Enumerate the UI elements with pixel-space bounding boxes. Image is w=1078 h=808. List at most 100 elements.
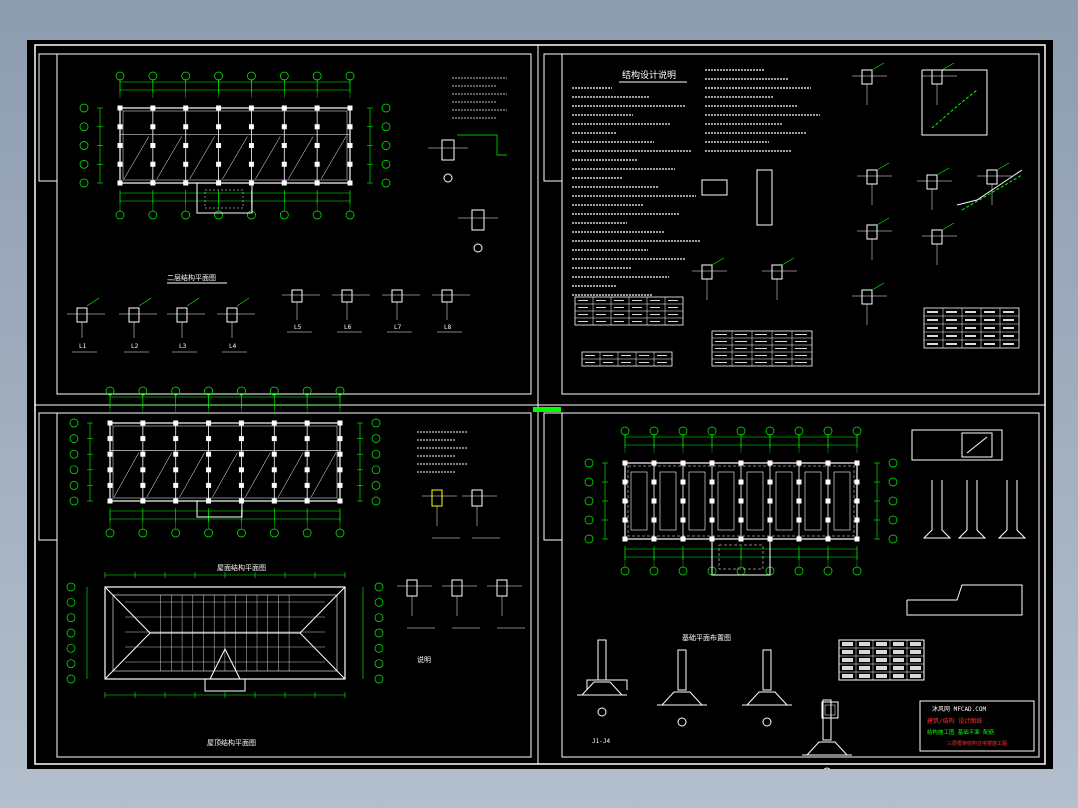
axis-bubble xyxy=(678,566,688,576)
br-table xyxy=(838,639,925,681)
axis-bubble xyxy=(171,528,181,538)
axis-bubble xyxy=(381,122,391,132)
axis-bubble xyxy=(148,71,158,81)
axis-bubble xyxy=(852,566,862,576)
axis-bubble xyxy=(66,674,76,684)
axis-bubble xyxy=(765,426,775,436)
axis-bubble xyxy=(620,426,630,436)
axis-bubble xyxy=(371,481,381,490)
axis-bubble xyxy=(736,566,746,576)
axis-bubble xyxy=(79,141,89,150)
axis-bubble xyxy=(371,465,381,475)
axis-bubble xyxy=(69,418,79,428)
axis-bubble xyxy=(649,426,659,436)
axis-bubble xyxy=(279,71,289,81)
axis-bubble xyxy=(374,597,384,607)
bl-note-label: 说明 xyxy=(417,655,431,664)
bl-roof-title: 屋顶结构平面图 xyxy=(207,738,256,747)
center-marker xyxy=(533,407,561,412)
axis-bubble xyxy=(374,613,384,623)
axis-bubble xyxy=(381,178,391,188)
title-block: 沐风网 MFCAD.COM 建筑/结构 设计图纸 结构施工图 基础平面 配筋 三… xyxy=(919,700,1035,752)
axis-bubble xyxy=(371,449,381,459)
tl-section-label: L8 xyxy=(444,324,452,331)
axis-bubble xyxy=(649,566,659,576)
axis-bubble xyxy=(584,496,594,506)
axis-bubble xyxy=(79,122,89,132)
axis-bubble xyxy=(302,528,312,538)
tr-title: 结构设计说明 xyxy=(622,69,676,81)
title-block-line4: 三层框架结构住宅楼施工图 xyxy=(947,740,1007,747)
axis-bubble xyxy=(736,426,746,436)
axis-bubble xyxy=(335,528,345,538)
axis-bubble xyxy=(79,159,89,169)
axis-bubble xyxy=(237,528,246,538)
tl-section-label: L3 xyxy=(179,343,187,350)
axis-bubble xyxy=(381,141,391,150)
axis-bubble xyxy=(312,71,322,81)
axis-bubble xyxy=(79,103,89,113)
axis-bubble xyxy=(374,628,384,638)
axis-bubble xyxy=(69,496,79,506)
axis-bubble xyxy=(214,210,223,220)
axis-bubble xyxy=(381,103,391,113)
axis-bubble xyxy=(381,159,391,169)
tl-section-label: L6 xyxy=(344,324,352,331)
axis-bubble xyxy=(794,426,804,436)
axis-bubble xyxy=(269,528,279,538)
axis-bubble xyxy=(204,528,213,538)
axis-bubble xyxy=(374,674,384,684)
axis-bubble xyxy=(66,597,76,607)
title-block-line2: 建筑/结构 设计图纸 xyxy=(927,717,982,725)
title-block-line3: 结构施工图 基础平面 配筋 xyxy=(927,728,995,736)
axis-bubble xyxy=(181,71,191,81)
bl-plan-title: 屋面结构平面图 xyxy=(217,563,266,572)
axis-bubble xyxy=(888,515,898,525)
axis-bubble xyxy=(66,628,76,638)
br-plan-title: 基础平面布置图 xyxy=(682,633,731,642)
axis-bubble xyxy=(584,515,594,525)
axis-bubble xyxy=(138,528,148,538)
axis-bubble xyxy=(279,210,289,220)
axis-bubble xyxy=(888,496,898,506)
axis-bubble xyxy=(888,458,898,468)
axis-bubble xyxy=(115,71,125,81)
tl-section-label: L4 xyxy=(229,343,237,350)
axis-bubble xyxy=(247,71,256,81)
tl-plan-title: 二层结构平面图 xyxy=(167,273,216,282)
axis-bubble xyxy=(823,566,833,576)
axis-bubble xyxy=(69,465,79,475)
axis-bubble xyxy=(888,534,898,544)
axis-bubble xyxy=(345,71,355,81)
axis-bubble xyxy=(707,426,717,436)
axis-bubble xyxy=(345,210,355,220)
title-block-line1: 沐风网 MFCAD.COM xyxy=(932,705,987,713)
axis-bubble xyxy=(794,566,804,576)
axis-bubble xyxy=(823,426,833,436)
axis-bubble xyxy=(69,449,79,459)
axis-bubble xyxy=(371,418,381,428)
axis-bubble xyxy=(584,534,594,544)
axis-bubble xyxy=(69,434,79,443)
tr-table-3 xyxy=(711,330,813,367)
tl-section-label: L2 xyxy=(131,343,139,350)
tl-section-label: L1 xyxy=(79,343,87,350)
tr-table-4 xyxy=(923,307,1020,349)
axis-bubble xyxy=(852,426,862,436)
tl-section-label: L7 xyxy=(394,324,402,331)
axis-bubble xyxy=(374,582,384,592)
axis-bubble xyxy=(312,210,322,220)
axis-bubble xyxy=(79,178,89,188)
axis-bubble xyxy=(371,496,381,506)
axis-bubble xyxy=(584,477,594,487)
axis-bubble xyxy=(620,566,630,576)
sheet-top-right: 结构设计说明 xyxy=(543,53,1040,395)
axis-bubble xyxy=(115,210,125,220)
axis-bubble xyxy=(181,210,191,220)
axis-bubble xyxy=(247,210,256,220)
br-detail-label: J1-J4 xyxy=(592,738,610,745)
sheet-bottom-left: 屋面结构平面图 屋顶结构平面图 说明 xyxy=(38,386,532,758)
axis-bubble xyxy=(214,71,223,81)
